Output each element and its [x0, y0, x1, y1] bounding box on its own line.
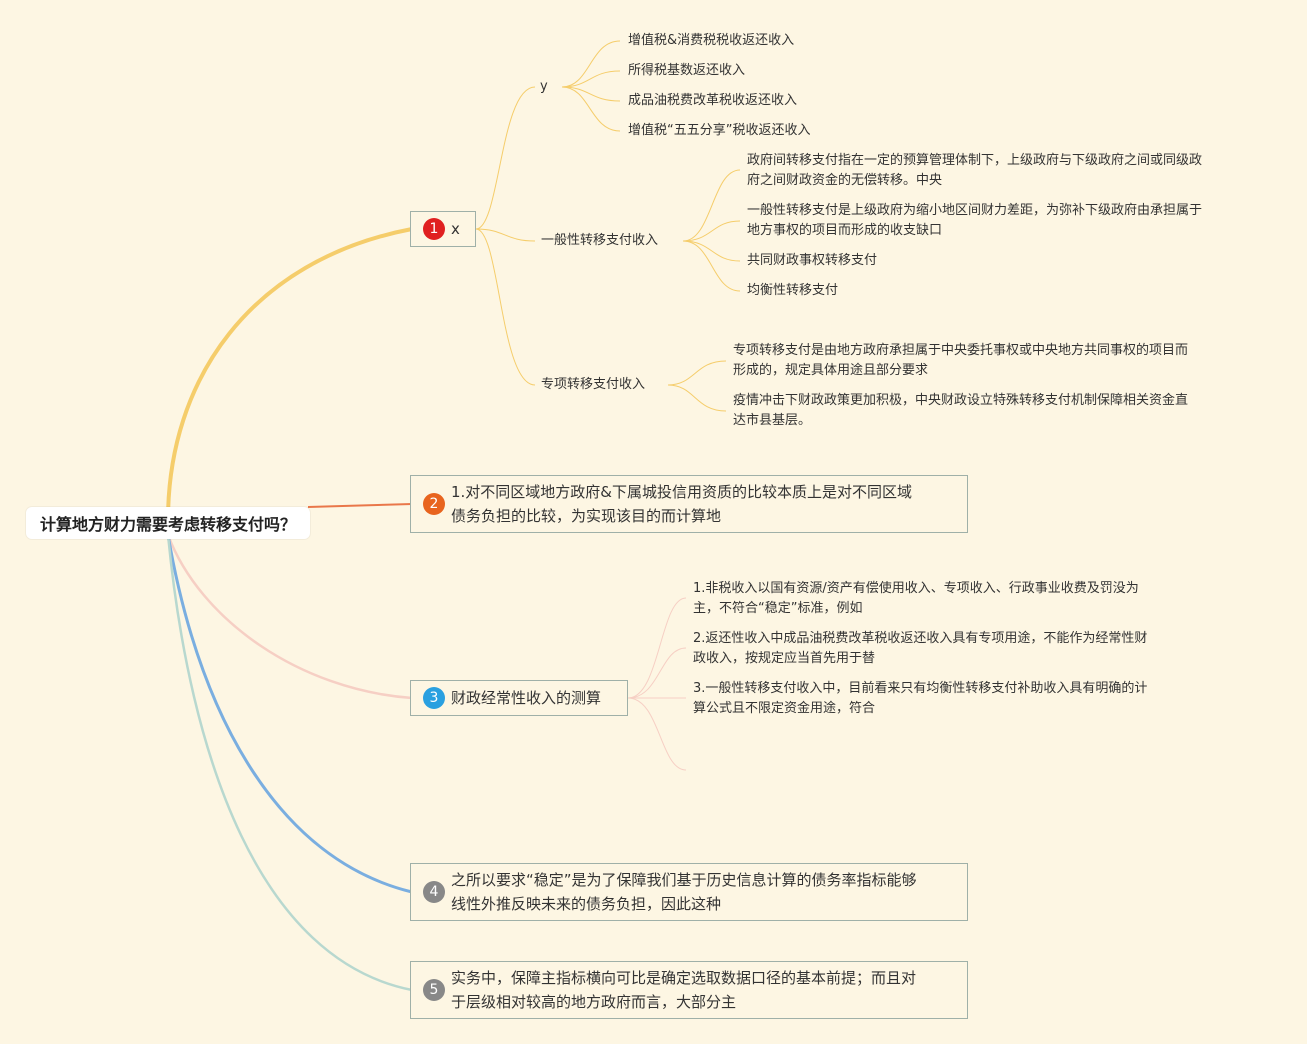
leaf-y-2[interactable]: 所得税基数返还收入 [628, 63, 746, 78]
leaf-b3-2[interactable]: 2.返还性收入中成品油税费改革税收返还收入具有专项用途，不能作为经常性财 政收入… [693, 631, 1148, 666]
connector-y-leaf-2 [561, 70, 621, 88]
connector-x-special [475, 228, 536, 386]
leaf-general-3[interactable]: 共同财政事权转移支付 [747, 253, 878, 268]
connector-b3-leaf-2 [627, 647, 687, 699]
connector-special-leaf-1 [667, 360, 727, 386]
connector-general-leaf-4 [682, 240, 741, 292]
leaf-special-1[interactable]: 专项转移支付是由地方政府承担属于中央委托事权或中央地方共同事权的项目而 形成的，… [733, 343, 1189, 378]
number-badge-4: 4 [423, 881, 445, 903]
connector-x-y [475, 86, 536, 230]
branch-topic-4[interactable]: 4 之所以要求“稳定”是为了保障我们基于历史信息计算的债务率指标能够 线性外推反… [410, 863, 968, 921]
connector-root-branch-3 [166, 534, 413, 700]
subtopic-general-transfer[interactable]: 一般性转移支付收入 [541, 233, 659, 248]
branch-topic-1-label: x [451, 220, 460, 238]
connector-y-leaf-4 [561, 86, 621, 132]
branch-topic-2[interactable]: 2 1.对不同区域地方政府&下属城投信用资质的比较本质上是对不同区域 债务负担的… [410, 475, 968, 533]
number-badge-5: 5 [423, 979, 445, 1001]
root-topic-label: 计算地方财力需要考虑转移支付吗？ [39, 515, 296, 534]
subtopic-special-transfer[interactable]: 专项转移支付收入 [541, 377, 646, 392]
leaf-special-2[interactable]: 疫情冲击下财政政策更加积极，中央财政设立特殊转移支付机制保障相关资金直 达市县基… [733, 393, 1189, 428]
number-badge-2: 2 [423, 493, 445, 515]
connector-x-general [475, 228, 536, 242]
branch-topic-5[interactable]: 5 实务中，保障主指标横向可比是确定选取数据口径的基本前提；而且对 于层级相对较… [410, 961, 968, 1019]
connector-general-leaf-2 [682, 220, 741, 242]
number-badge-3: 3 [423, 687, 445, 709]
leaf-b3-3[interactable]: 3.一般性转移支付收入中，目前看来只有均衡性转移支付补助收入具有明确的计 算公式… [693, 681, 1148, 716]
leaf-y-4[interactable]: 增值税“五五分享”税收返还收入 [628, 123, 811, 138]
root-topic[interactable]: 计算地方财力需要考虑转移支付吗？ [26, 507, 310, 539]
connector-root-branch-2 [307, 503, 413, 508]
connector-y-leaf-3 [561, 86, 621, 102]
leaf-general-1[interactable]: 政府间转移支付指在一定的预算管理体制下，上级政府与下级政府之间或同级政 府之间财… [747, 153, 1203, 188]
leaf-general-2[interactable]: 一般性转移支付是上级政府为缩小地区间财力差距，为弥补下级政府由承担属于 地方事权… [747, 203, 1203, 238]
connector-general-leaf-1 [682, 169, 741, 242]
connector-special-leaf-2 [667, 384, 727, 412]
leaf-y-1[interactable]: 增值税&消费税税收返还收入 [628, 33, 795, 48]
connector-root-branch-4 [166, 534, 413, 894]
connector-b3-leaf-1 [627, 597, 687, 699]
connector-y-leaf-1 [561, 40, 621, 88]
connector-root-branch-5 [166, 534, 413, 992]
number-badge-1: 1 [423, 218, 445, 240]
branch-topic-5-label: 实务中，保障主指标横向可比是确定选取数据口径的基本前提；而且对 于层级相对较高的… [451, 969, 917, 1011]
connector-root-branch-1 [166, 227, 413, 521]
branch-topic-3[interactable]: 3 财政经常性收入的测算 [410, 680, 628, 716]
leaf-b3-1[interactable]: 1.非税收入以国有资源/资产有偿使用收入、专项收入、行政事业收费及罚没为 主，不… [693, 581, 1139, 616]
connector-general-leaf-3 [682, 240, 741, 262]
branch-topic-1[interactable]: 1 x [410, 211, 476, 247]
branch-topic-3-label: 财政经常性收入的测算 [451, 689, 602, 707]
leaf-y-3[interactable]: 成品油税费改革税收返还收入 [628, 93, 798, 108]
branch-topic-2-label: 1.对不同区域地方政府&下属城投信用资质的比较本质上是对不同区域 债务负担的比较… [451, 483, 913, 525]
leaf-general-4[interactable]: 均衡性转移支付 [747, 283, 839, 298]
branch-topic-4-label: 之所以要求“稳定”是为了保障我们基于历史信息计算的债务率指标能够 线性外推反映未… [451, 871, 917, 913]
subtopic-y[interactable]: y [540, 79, 548, 94]
connector-b3-leaf-4 [627, 697, 687, 771]
